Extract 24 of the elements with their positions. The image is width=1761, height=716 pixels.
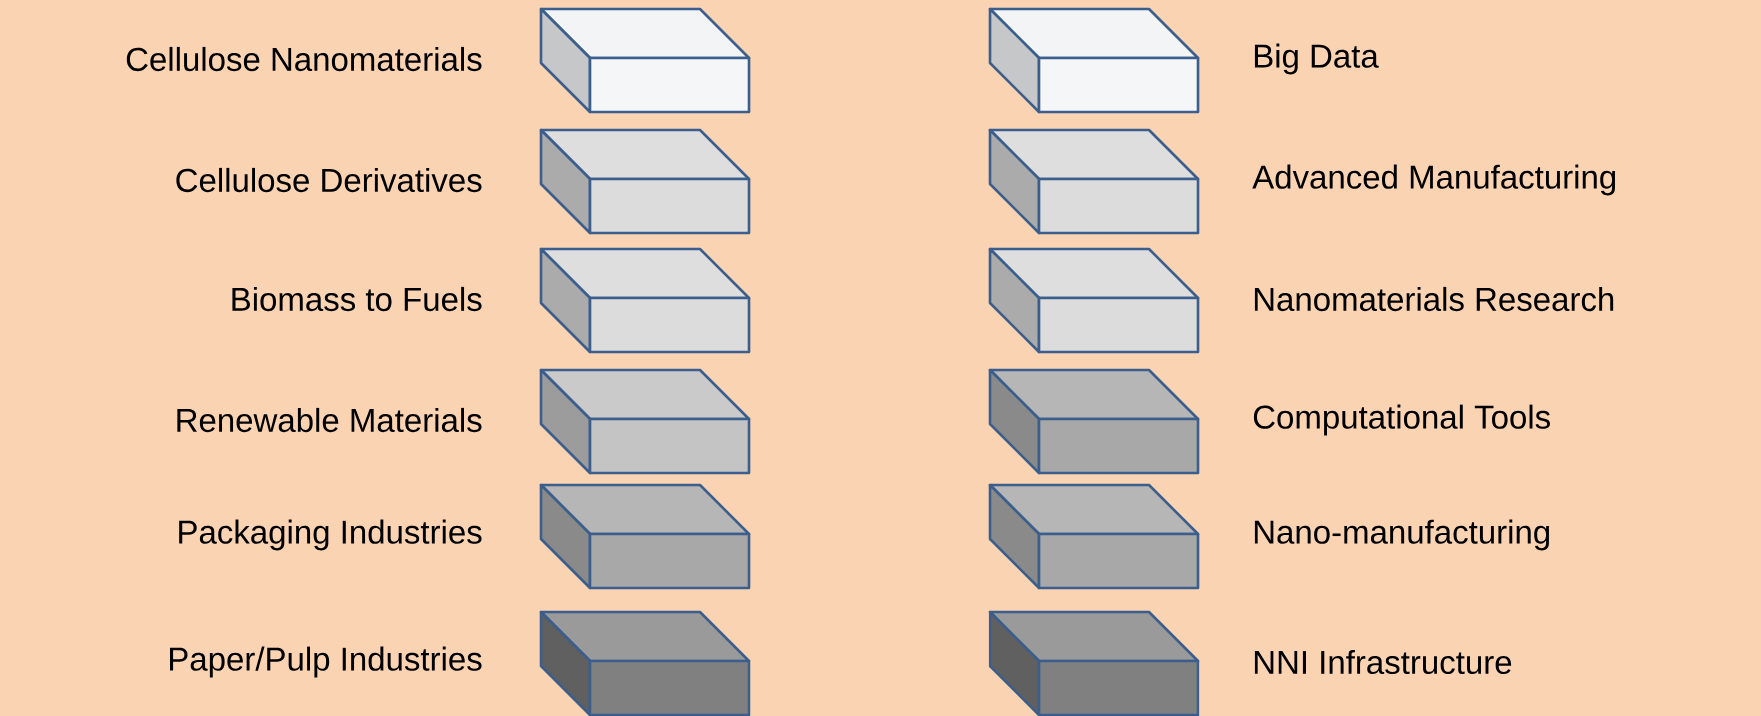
cube-label: Paper/Pulp Industries (170, 646, 482, 678)
cube-label: Cellulose Derivatives (176, 167, 482, 193)
cube (988, 610, 1200, 716)
cube (988, 483, 1200, 590)
cube-label: Biomass to Fuels (232, 286, 482, 312)
cube (539, 610, 751, 716)
cube-label: Packaging Industries (179, 519, 482, 551)
cube-label: Computational Tools (1253, 404, 1550, 436)
cube-label: Cellulose Nanomaterials (126, 46, 482, 72)
cube-label: Renewable Materials (177, 407, 482, 433)
cube (988, 7, 1200, 114)
cube (539, 483, 751, 590)
cube (539, 7, 751, 114)
cube (539, 128, 751, 235)
cube (988, 368, 1200, 475)
cube (539, 247, 751, 354)
cube-label: Nanomaterials Research (1254, 286, 1614, 312)
cube (539, 368, 751, 475)
cube-label: Advanced Manufacturing (1252, 164, 1616, 196)
cube-label: Nano-manufacturing (1254, 519, 1550, 551)
cube (988, 247, 1200, 354)
cube-label: NNI Infrastructure (1254, 649, 1512, 675)
cube (988, 128, 1200, 235)
cube-label: Big Data (1254, 43, 1379, 75)
